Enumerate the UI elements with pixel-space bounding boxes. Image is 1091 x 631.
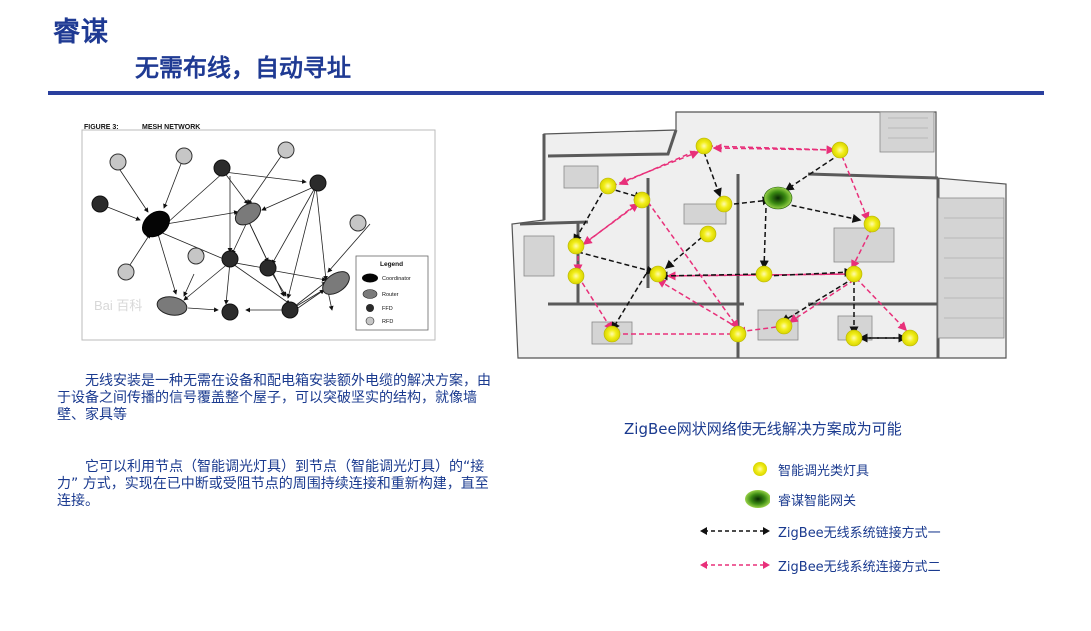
legend-item-link-two: ZigBee无线系统连接方式二 xyxy=(700,555,941,575)
legend-item-gateway: 睿谋智能网关 xyxy=(700,489,856,509)
legend-label-link-one: ZigBee无线系统链接方式一 xyxy=(778,525,941,541)
house-network-diagram xyxy=(511,111,1007,359)
diagram-caption: ZigBee网状网络使无线解决方案成为可能 xyxy=(624,420,902,438)
paragraph-wireless-install: 无线安装是一种无需在设备和配电箱安装额外电缆的解决方案，由于设备之间传播的信号覆… xyxy=(57,373,491,423)
legend-coordinator: Coordinator xyxy=(382,276,411,282)
brand-title: 睿谋 xyxy=(53,17,109,48)
legend-label-gateway: 睿谋智能网关 xyxy=(778,493,857,509)
legend-rfd: RFD xyxy=(382,319,393,325)
header-divider xyxy=(48,91,1044,95)
figure-title: MESH NETWORK xyxy=(142,124,200,131)
mesh-network-figure: FIGURE 3: MESH NETWORK xyxy=(81,124,436,341)
watermark: Bai 百科 xyxy=(94,298,142,313)
legend-label-lamp: 智能调光类灯具 xyxy=(778,463,870,479)
figure-label: FIGURE 3: xyxy=(84,124,119,131)
legend-title: Legend xyxy=(380,261,403,268)
green-gateway-icon xyxy=(745,490,770,508)
page-subtitle: 无需布线，自动寻址 xyxy=(135,54,351,82)
legend-ffd: FFD xyxy=(382,306,393,312)
black-dashed-arrow-icon xyxy=(700,527,770,535)
legend-item-lamp: 智能调光类灯具 xyxy=(700,459,869,479)
legend-router: Router xyxy=(382,292,399,298)
paragraph-relay: 它可以利用节点（智能调光灯具）到节点（智能调光灯具）的“接力” 方式，实现在已中… xyxy=(57,459,489,509)
legend-label-link-two: ZigBee无线系统连接方式二 xyxy=(778,559,941,575)
pink-dashed-arrow-icon xyxy=(700,561,770,569)
yellow-node-icon xyxy=(753,462,767,476)
legend-item-link-one: ZigBee无线系统链接方式一 xyxy=(700,521,941,541)
